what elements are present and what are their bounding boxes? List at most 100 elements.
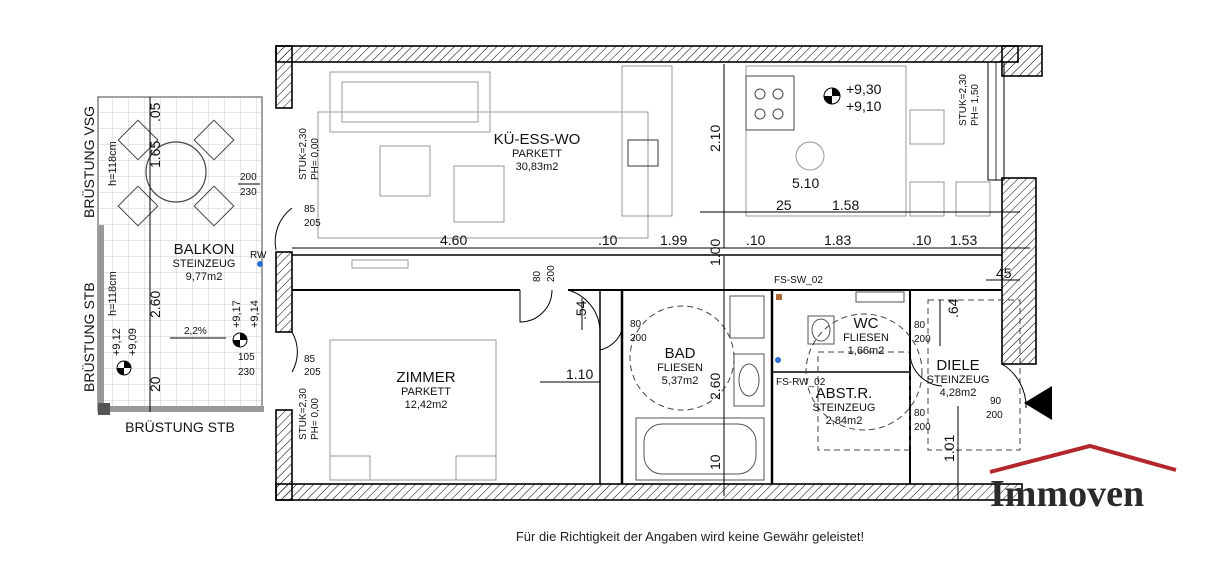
kitchen-floor: PARKETT [512, 148, 562, 160]
dim-1-00: 1.00 [707, 239, 723, 266]
hall-name: DIELE [936, 357, 979, 374]
door-80-c: 80 [914, 320, 926, 331]
balcony-rw: RW [250, 250, 267, 261]
dim-0-10-a: .10 [598, 232, 618, 248]
door-90: 90 [990, 396, 1002, 407]
hall-area: 4,28m2 [940, 387, 977, 399]
door-200-a: 200 [546, 265, 557, 282]
dim-0-45: 45 [996, 265, 1012, 281]
logo-text: Immoven [990, 473, 1144, 515]
balcony-name: BALKON [174, 241, 235, 258]
opening-labels: 200 230 85 205 105 230 85 205 80 200 80 … [238, 172, 1003, 433]
railing-vsg: BRÜSTUNG VSG [80, 106, 97, 218]
door-200-b: 200 [630, 333, 647, 344]
height-9-17: +9,17 [231, 300, 243, 328]
height-9-09: +9,09 [127, 328, 139, 356]
dimension-lines [149, 64, 1030, 500]
dim-1-65: 1.65 [147, 141, 163, 168]
railing-height-bottom: h=118cm [107, 271, 119, 316]
wc-name: WC [854, 315, 879, 332]
opening-105: 105 [238, 352, 255, 363]
entrance-arrow-icon [1024, 386, 1052, 420]
balcony [97, 96, 264, 415]
stuk-room: STUK=2,30 [298, 388, 309, 440]
dim-0-10-c: .10 [912, 232, 932, 248]
room-labels: KÜ-ESS-WO PARKETT 30,83m2 ZIMMER PARKETT… [170, 130, 989, 427]
height-markers: +9,30 +9,10 +9,17 +9,14 +9,12 +9,09 [111, 81, 882, 376]
kitchen-name: KÜ-ESS-WO [494, 130, 581, 148]
dim-1-83: 1.83 [824, 232, 851, 248]
railing-stb-left: BRÜSTUNG STB [80, 282, 97, 392]
kitchen-area: 30,83m2 [516, 161, 559, 173]
wc-floor: FLIESEN [843, 332, 889, 344]
doors [274, 207, 1027, 409]
dim-0-64: .64 [945, 298, 961, 318]
bath-floor: FLIESEN [657, 362, 703, 374]
dim-1-58: 1.58 [832, 197, 859, 213]
dim-5-10: 5.10 [792, 175, 819, 191]
balcony-railing-left [98, 225, 104, 413]
immoven-logo: Immoven [989, 443, 1177, 515]
door-80-a: 80 [532, 270, 543, 282]
height-9-30: +9,30 [846, 81, 882, 97]
door-200-c: 200 [914, 334, 931, 345]
height-9-12: +9,12 [111, 328, 123, 356]
dim-4-60: 4.60 [440, 232, 467, 248]
height-9-14: +9,14 [249, 300, 261, 328]
bath-area: 5,37m2 [662, 375, 699, 387]
dim-0-10-d: 10 [707, 454, 723, 470]
dim-0-10-b: .10 [746, 232, 766, 248]
opening-200-a: 200 [240, 172, 257, 183]
dim-0-05: .05 [147, 102, 163, 122]
opening-205-a: 205 [304, 218, 321, 229]
dim-0-20: 20 [147, 376, 163, 392]
ph-room: PH= 0,00 [310, 398, 321, 440]
opening-230-a: 230 [240, 187, 257, 198]
drain-icon [257, 261, 263, 267]
room-floor: PARKETT [401, 386, 451, 398]
dim-1-53: 1.53 [950, 232, 977, 248]
railing-labels: BRÜSTUNG VSG BRÜSTUNG STB BRÜSTUNG STB h… [80, 106, 235, 435]
fs-rw: FS-RW_02 [776, 377, 826, 388]
door-80-d: 80 [914, 408, 926, 419]
railing-stb-bottom: BRÜSTUNG STB [125, 418, 235, 435]
dimension-labels: 4.60 .10 1.99 1.00 .10 1.83 .10 1.53 5.1… [147, 102, 1012, 470]
dim-0-25: 25 [776, 197, 792, 213]
ph-right: PH= 1,50 [970, 84, 981, 126]
furniture [317, 65, 1021, 481]
opening-230-b: 230 [238, 367, 255, 378]
dim-2-10: 2.10 [707, 125, 723, 152]
bath-name: BAD [665, 345, 696, 362]
storage-area: 2,84m2 [826, 415, 863, 427]
roof-logo-icon [989, 443, 1177, 474]
opening-205-b: 205 [304, 367, 321, 378]
railing-height-top: h=118cm [107, 141, 119, 186]
dim-2-60-bath: 2.60 [707, 373, 723, 400]
storage-name: ABST.R. [816, 385, 873, 402]
technical-notes: STUK=2,30 PH= 0,00 STUK=2,30 PH= 0,00 ST… [298, 74, 981, 440]
wc-area: 1,66m2 [848, 345, 885, 357]
ph-kitchen: PH= 0,00 [310, 138, 321, 180]
dim-0-54: .54 [573, 300, 589, 320]
room-name: ZIMMER [396, 369, 455, 386]
opening-85-b: 85 [304, 354, 316, 365]
disclaimer: Für die Richtigkeit der Angaben wird kei… [516, 529, 864, 544]
walls [275, 45, 1043, 501]
hall-floor: STEINZEUG [927, 374, 990, 386]
stuk-right: STUK=2,30 [958, 74, 969, 126]
storage-floor: STEINZEUG [813, 402, 876, 414]
door-200-d: 200 [914, 422, 931, 433]
room-area: 12,42m2 [405, 399, 448, 411]
door-80-b: 80 [630, 319, 642, 330]
dim-1-01: 1.01 [941, 435, 957, 462]
fs-sw: FS-SW_02 [774, 275, 823, 286]
height-9-10: +9,10 [846, 98, 882, 114]
opening-85-a: 85 [304, 204, 316, 215]
stuk-kitchen: STUK=2,30 [298, 128, 309, 180]
balcony-railing-bottom [98, 406, 264, 412]
dim-1-99: 1.99 [660, 232, 687, 248]
dim-2-60-balcony: 2.60 [147, 291, 163, 318]
balcony-slope: 2,2% [184, 326, 207, 337]
dim-1-10: 1.10 [566, 366, 593, 382]
